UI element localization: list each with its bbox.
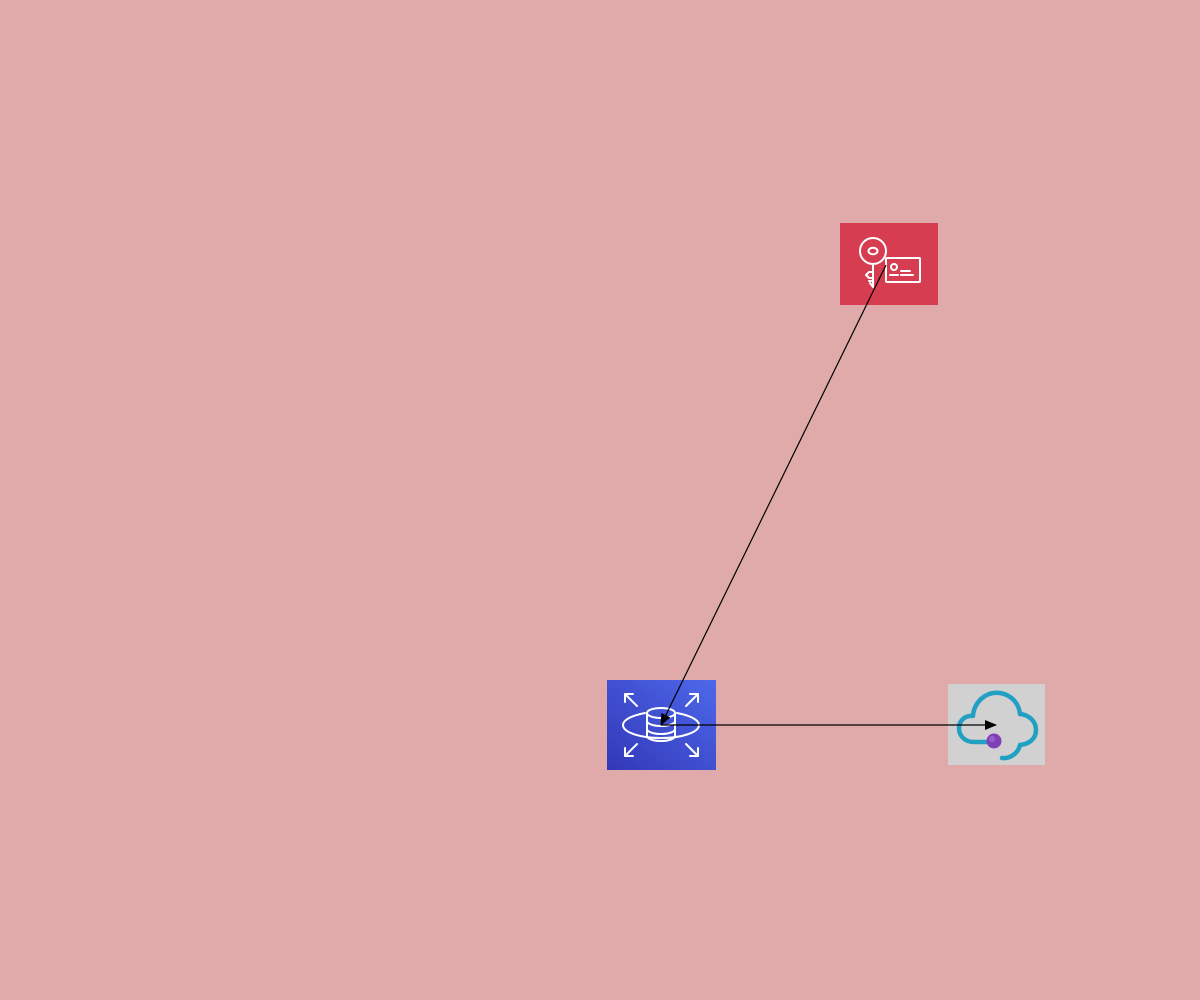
edge-key-to-rds <box>660 264 887 726</box>
database-scaling-icon <box>607 680 716 770</box>
cloud-service-icon <box>948 684 1045 765</box>
database-scaling-node[interactable] <box>607 680 716 770</box>
key-certificate-node[interactable] <box>840 223 938 305</box>
cloud-service-node[interactable] <box>948 684 1045 765</box>
key-certificate-icon <box>840 223 938 305</box>
